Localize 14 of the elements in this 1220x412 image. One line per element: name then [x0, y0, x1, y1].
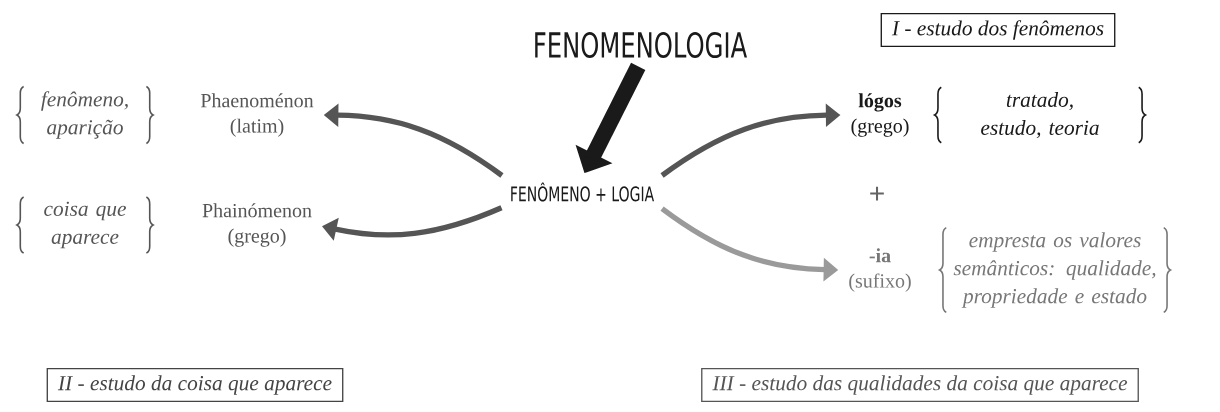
term-text: -ia (sufixo) [849, 248, 911, 292]
term-text: lógos (grego) [851, 93, 909, 137]
meaning-box: III - estudo das qualidades da coisa que aparece [701, 368, 1139, 402]
term-text: Phaenoménon (latim) [200, 93, 314, 137]
note-text: tratado, estudo, teoria [981, 91, 1099, 139]
title-text: FENOMENOLOGIA [535, 31, 747, 59]
formula-text: FENÔMENO + LOGIA [511, 182, 655, 202]
term-text: Phainómenon (grego) [202, 203, 312, 247]
note-text: coisa que aparece [44, 201, 126, 249]
meaning-box: II - estudo da coisa que aparece [46, 368, 344, 402]
meaning-box: I - estudo dos fenômenos [880, 12, 1116, 48]
note-text: fenômeno, aparição [41, 91, 128, 139]
note-text: empresta os valores semânticos: qualidade, propriedade e estado [953, 232, 1156, 308]
plus-sign: + [870, 186, 884, 201]
